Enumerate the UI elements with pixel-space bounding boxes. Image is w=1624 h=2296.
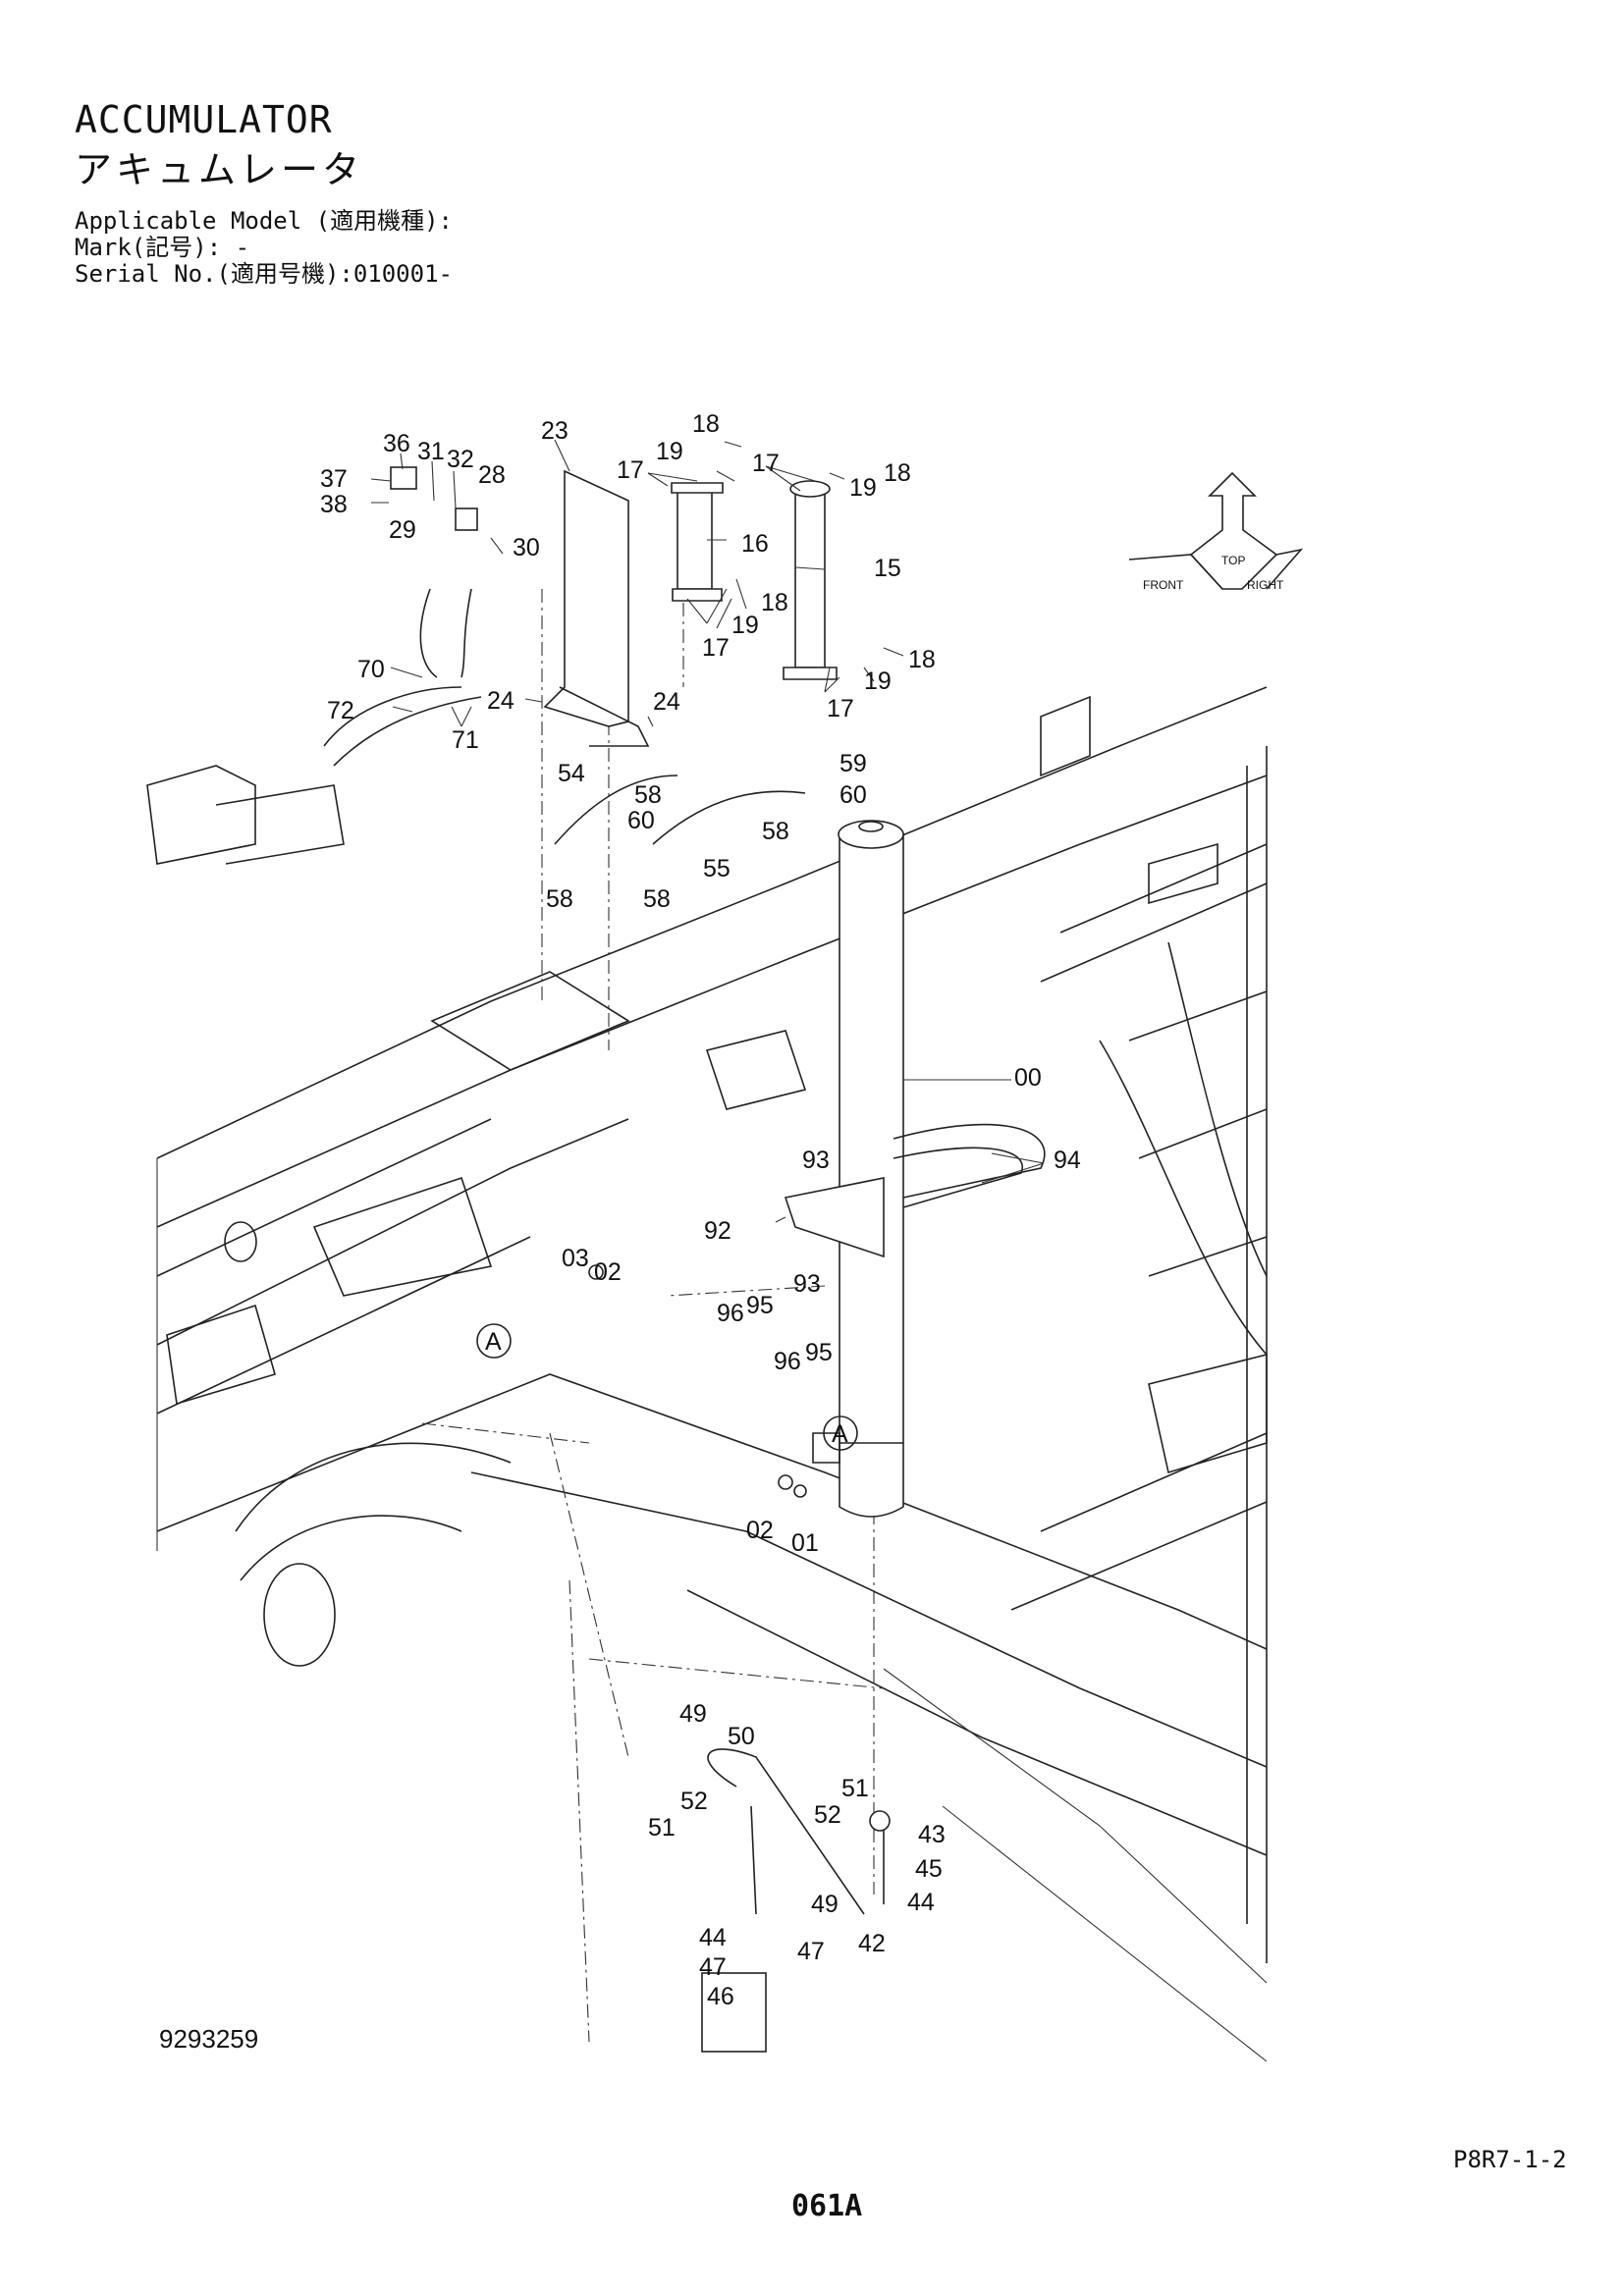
callout-54: 54 <box>558 760 585 787</box>
callout-49-a: 49 <box>679 1700 707 1728</box>
detail-marker-a-upper <box>476 1323 512 1359</box>
callout-01: 01 <box>791 1529 819 1557</box>
callout-02-a: 02 <box>594 1258 622 1286</box>
callout-70: 70 <box>357 656 385 683</box>
callout-30: 30 <box>513 534 540 561</box>
callout-55: 55 <box>703 855 731 882</box>
drawing-number: 9293259 <box>159 2024 259 2054</box>
callout-58-b: 58 <box>762 818 789 845</box>
callout-58-c: 58 <box>546 885 573 913</box>
callout-18-d: 18 <box>908 646 936 673</box>
callout-23: 23 <box>541 417 568 445</box>
callout-42: 42 <box>858 1930 886 1957</box>
callout-24-a: 24 <box>487 687 514 715</box>
direction-top-label: TOP <box>1221 554 1245 567</box>
callout-17-b: 17 <box>752 450 780 477</box>
callout-03: 03 <box>562 1245 589 1272</box>
callout-31: 31 <box>417 438 445 465</box>
callout-60-b: 60 <box>839 781 867 809</box>
callout-19-a: 19 <box>656 438 683 465</box>
callout-37: 37 <box>320 465 348 493</box>
post-15 <box>794 490 826 668</box>
callout-46: 46 <box>707 1983 734 2010</box>
callout-24-b: 24 <box>653 688 680 716</box>
detail-marker-a-lower <box>823 1415 858 1451</box>
callout-18-a: 18 <box>692 410 720 438</box>
detail-marker-a-upper-label: A <box>485 1328 502 1356</box>
callout-18-c: 18 <box>761 589 788 616</box>
leader-lines <box>370 439 1045 1223</box>
detail-marker-a-lower-label: A <box>832 1420 848 1448</box>
hose-55 <box>652 790 806 845</box>
callout-96-a: 96 <box>717 1300 744 1327</box>
callout-59: 59 <box>839 750 867 777</box>
callout-43: 43 <box>918 1821 946 1848</box>
callout-19-d: 19 <box>864 667 892 695</box>
hose-54 <box>554 774 678 845</box>
reference-code: P8R7-1-2 <box>1453 2146 1567 2173</box>
frame-linework <box>146 530 1268 2062</box>
accumulator-top <box>838 820 904 849</box>
accumulator-body <box>839 833 904 1518</box>
callout-51-b: 51 <box>841 1775 869 1802</box>
callout-95-a: 95 <box>746 1292 774 1319</box>
applicable-model-label: Applicable Model (適用機種): <box>75 207 453 235</box>
callout-93-b: 93 <box>793 1270 821 1298</box>
bracket-92 <box>784 1177 885 1258</box>
callout-15: 15 <box>874 555 901 582</box>
accumulator-assembly <box>323 466 1046 2053</box>
callout-44-a: 44 <box>907 1889 935 1916</box>
serial-label: Serial No.(適用号機):010001- <box>75 260 453 288</box>
callout-93-a: 93 <box>802 1147 830 1174</box>
valve-46 <box>701 1972 767 2053</box>
callout-16: 16 <box>741 530 769 558</box>
callout-38: 38 <box>320 491 348 518</box>
callout-92: 92 <box>704 1217 731 1245</box>
callout-47-b: 47 <box>797 1938 825 1965</box>
callout-17-c: 17 <box>702 634 730 662</box>
callout-45: 45 <box>915 1855 943 1883</box>
direction-sign: FRONT RIGHT TOP <box>1128 471 1304 592</box>
callout-52-a: 52 <box>680 1788 708 1815</box>
solenoid-36 <box>390 466 417 490</box>
callout-49-b: 49 <box>811 1891 839 1918</box>
callout-51-a: 51 <box>648 1814 676 1842</box>
title-english: ACCUMULATOR <box>75 98 333 141</box>
detail-markers: A A <box>476 1323 858 1451</box>
callout-17-d: 17 <box>827 695 854 722</box>
direction-front-label: FRONT <box>1143 578 1184 592</box>
callout-32: 32 <box>447 446 474 473</box>
callout-60-a: 60 <box>627 807 655 834</box>
callout-17-a: 17 <box>617 456 644 484</box>
callout-95-b: 95 <box>805 1339 833 1366</box>
callout-52-b: 52 <box>814 1801 841 1829</box>
part-callouts: 36 31 32 28 37 38 29 30 23 18 19 17 17 1… <box>320 410 1081 2010</box>
callout-28: 28 <box>478 461 506 489</box>
callout-36: 36 <box>383 430 410 457</box>
callout-94: 94 <box>1054 1147 1081 1174</box>
callout-58-d: 58 <box>643 885 671 913</box>
callout-00: 00 <box>1014 1064 1042 1092</box>
callout-02-b: 02 <box>746 1517 774 1544</box>
model-info: Applicable Model (適用機種): Mark(記号): - Ser… <box>75 208 453 288</box>
title-japanese: アキュムレータ <box>75 150 364 191</box>
page-number: 061A <box>791 2189 863 2223</box>
callout-72: 72 <box>327 697 354 724</box>
callout-47-a: 47 <box>699 1953 727 1981</box>
bracket-23 <box>543 469 629 727</box>
mark-label: Mark(記号): - <box>75 234 250 261</box>
callout-96-b: 96 <box>774 1348 801 1375</box>
callout-18-b: 18 <box>884 459 911 487</box>
callout-19-b: 19 <box>849 474 877 502</box>
callout-71: 71 <box>452 726 479 754</box>
callout-50: 50 <box>728 1723 755 1750</box>
callout-29: 29 <box>389 516 416 544</box>
direction-right-label: RIGHT <box>1247 578 1284 592</box>
callout-44-b: 44 <box>699 1924 727 1951</box>
callout-58-a: 58 <box>634 781 662 809</box>
callout-19-c: 19 <box>731 612 759 639</box>
post-16 <box>677 490 713 590</box>
